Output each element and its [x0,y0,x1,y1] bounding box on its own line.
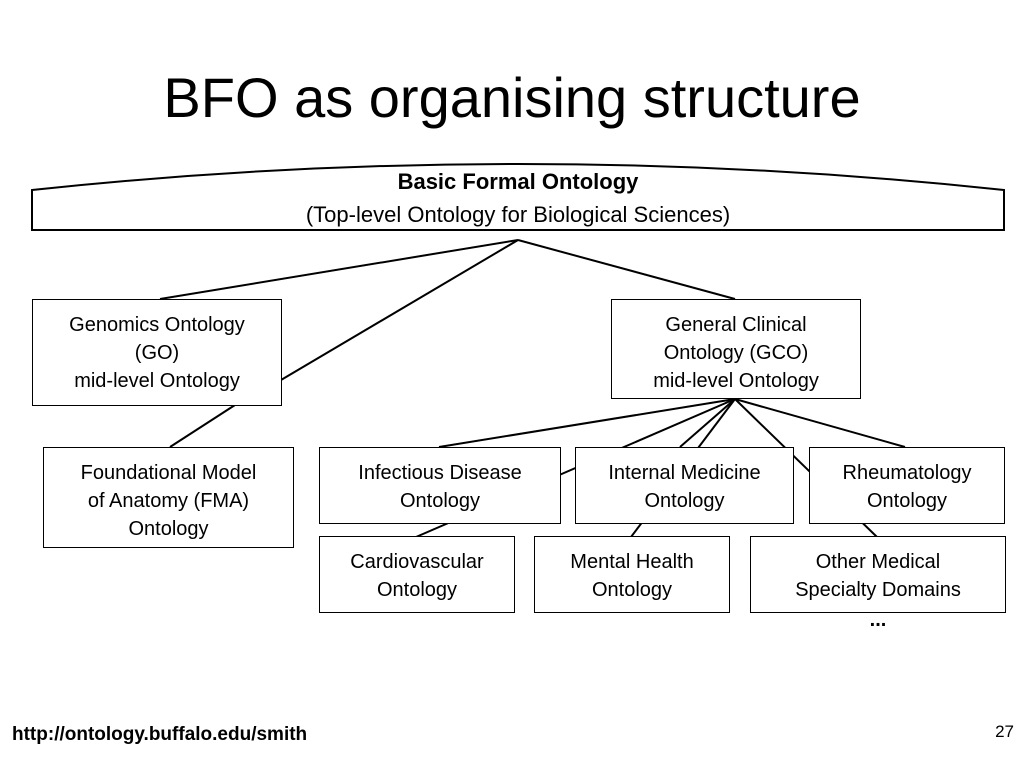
node-cardio: Cardiovascular Ontology [319,536,515,613]
node-other-line-1: Other Medical [815,551,941,573]
node-gco-line-3: mid-level Ontology [653,370,819,392]
node-fma-line-2: of Anatomy (FMA) [87,490,250,512]
edge-bfo-fma [280,239,519,381]
node-gco-line-2: Ontology (GCO) [663,342,809,364]
continuation-ellipsis: ... [869,609,887,631]
node-infectious-line-2: Ontology [399,490,481,512]
node-mental-line-2: Ontology [591,579,673,601]
node-rheumatology-line-2: Ontology [866,490,948,512]
footer-url[interactable]: http://ontology.buffalo.edu/smith [12,724,308,745]
node-fma-line-1: Foundational Model [80,462,257,484]
bfo-subtitle: (Top-level Ontology for Biological Scien… [305,202,731,227]
node-infectious-line-1: Infectious Disease [358,462,522,484]
node-rheumatology-line-1: Rheumatology [842,462,972,484]
edge-bfo-gco [517,239,736,300]
node-mental: Mental Health Ontology [534,536,730,613]
edge-gco-rheumatology [734,398,906,448]
node-go-line-1: Genomics Ontology [69,314,245,336]
node-infectious: Infectious Disease Ontology [319,447,561,524]
node-cardio-line-2: Ontology [376,579,458,601]
node-other-line-2: Specialty Domains [795,579,961,601]
bfo-banner-shape [31,163,1005,231]
node-internal-line-1: Internal Medicine [608,462,761,484]
node-go: Genomics Ontology (GO) mid-level Ontolog… [32,299,282,406]
page-number: 27 [995,722,1014,741]
node-fma: Foundational Model of Anatomy (FMA) Onto… [43,447,294,548]
node-rheumatology: Rheumatology Ontology [809,447,1005,524]
node-go-line-2: (GO) [134,342,180,364]
edge-gco-infectious [438,398,736,448]
bfo-name: Basic Formal Ontology [397,169,639,194]
node-gco: General Clinical Ontology (GCO) mid-leve… [611,299,861,399]
bfo-banner: Basic Formal Ontology (Top-level Ontolog… [32,166,1004,232]
edge-fma [169,404,236,448]
node-internal: Internal Medicine Ontology [575,447,794,524]
node-other: Other Medical Specialty Domains [750,536,1006,613]
node-fma-line-3: Ontology [128,518,209,540]
node-gco-line-1: General Clinical [665,314,807,336]
node-go-line-3: mid-level Ontology [74,370,240,392]
edge-bfo-go [159,239,519,300]
node-mental-line-1: Mental Health [570,551,694,573]
slide-title: BFO as organising structure [163,66,861,129]
node-internal-line-2: Ontology [644,490,725,512]
node-cardio-line-1: Cardiovascular [350,551,484,573]
edge-gco-internal [679,398,736,448]
